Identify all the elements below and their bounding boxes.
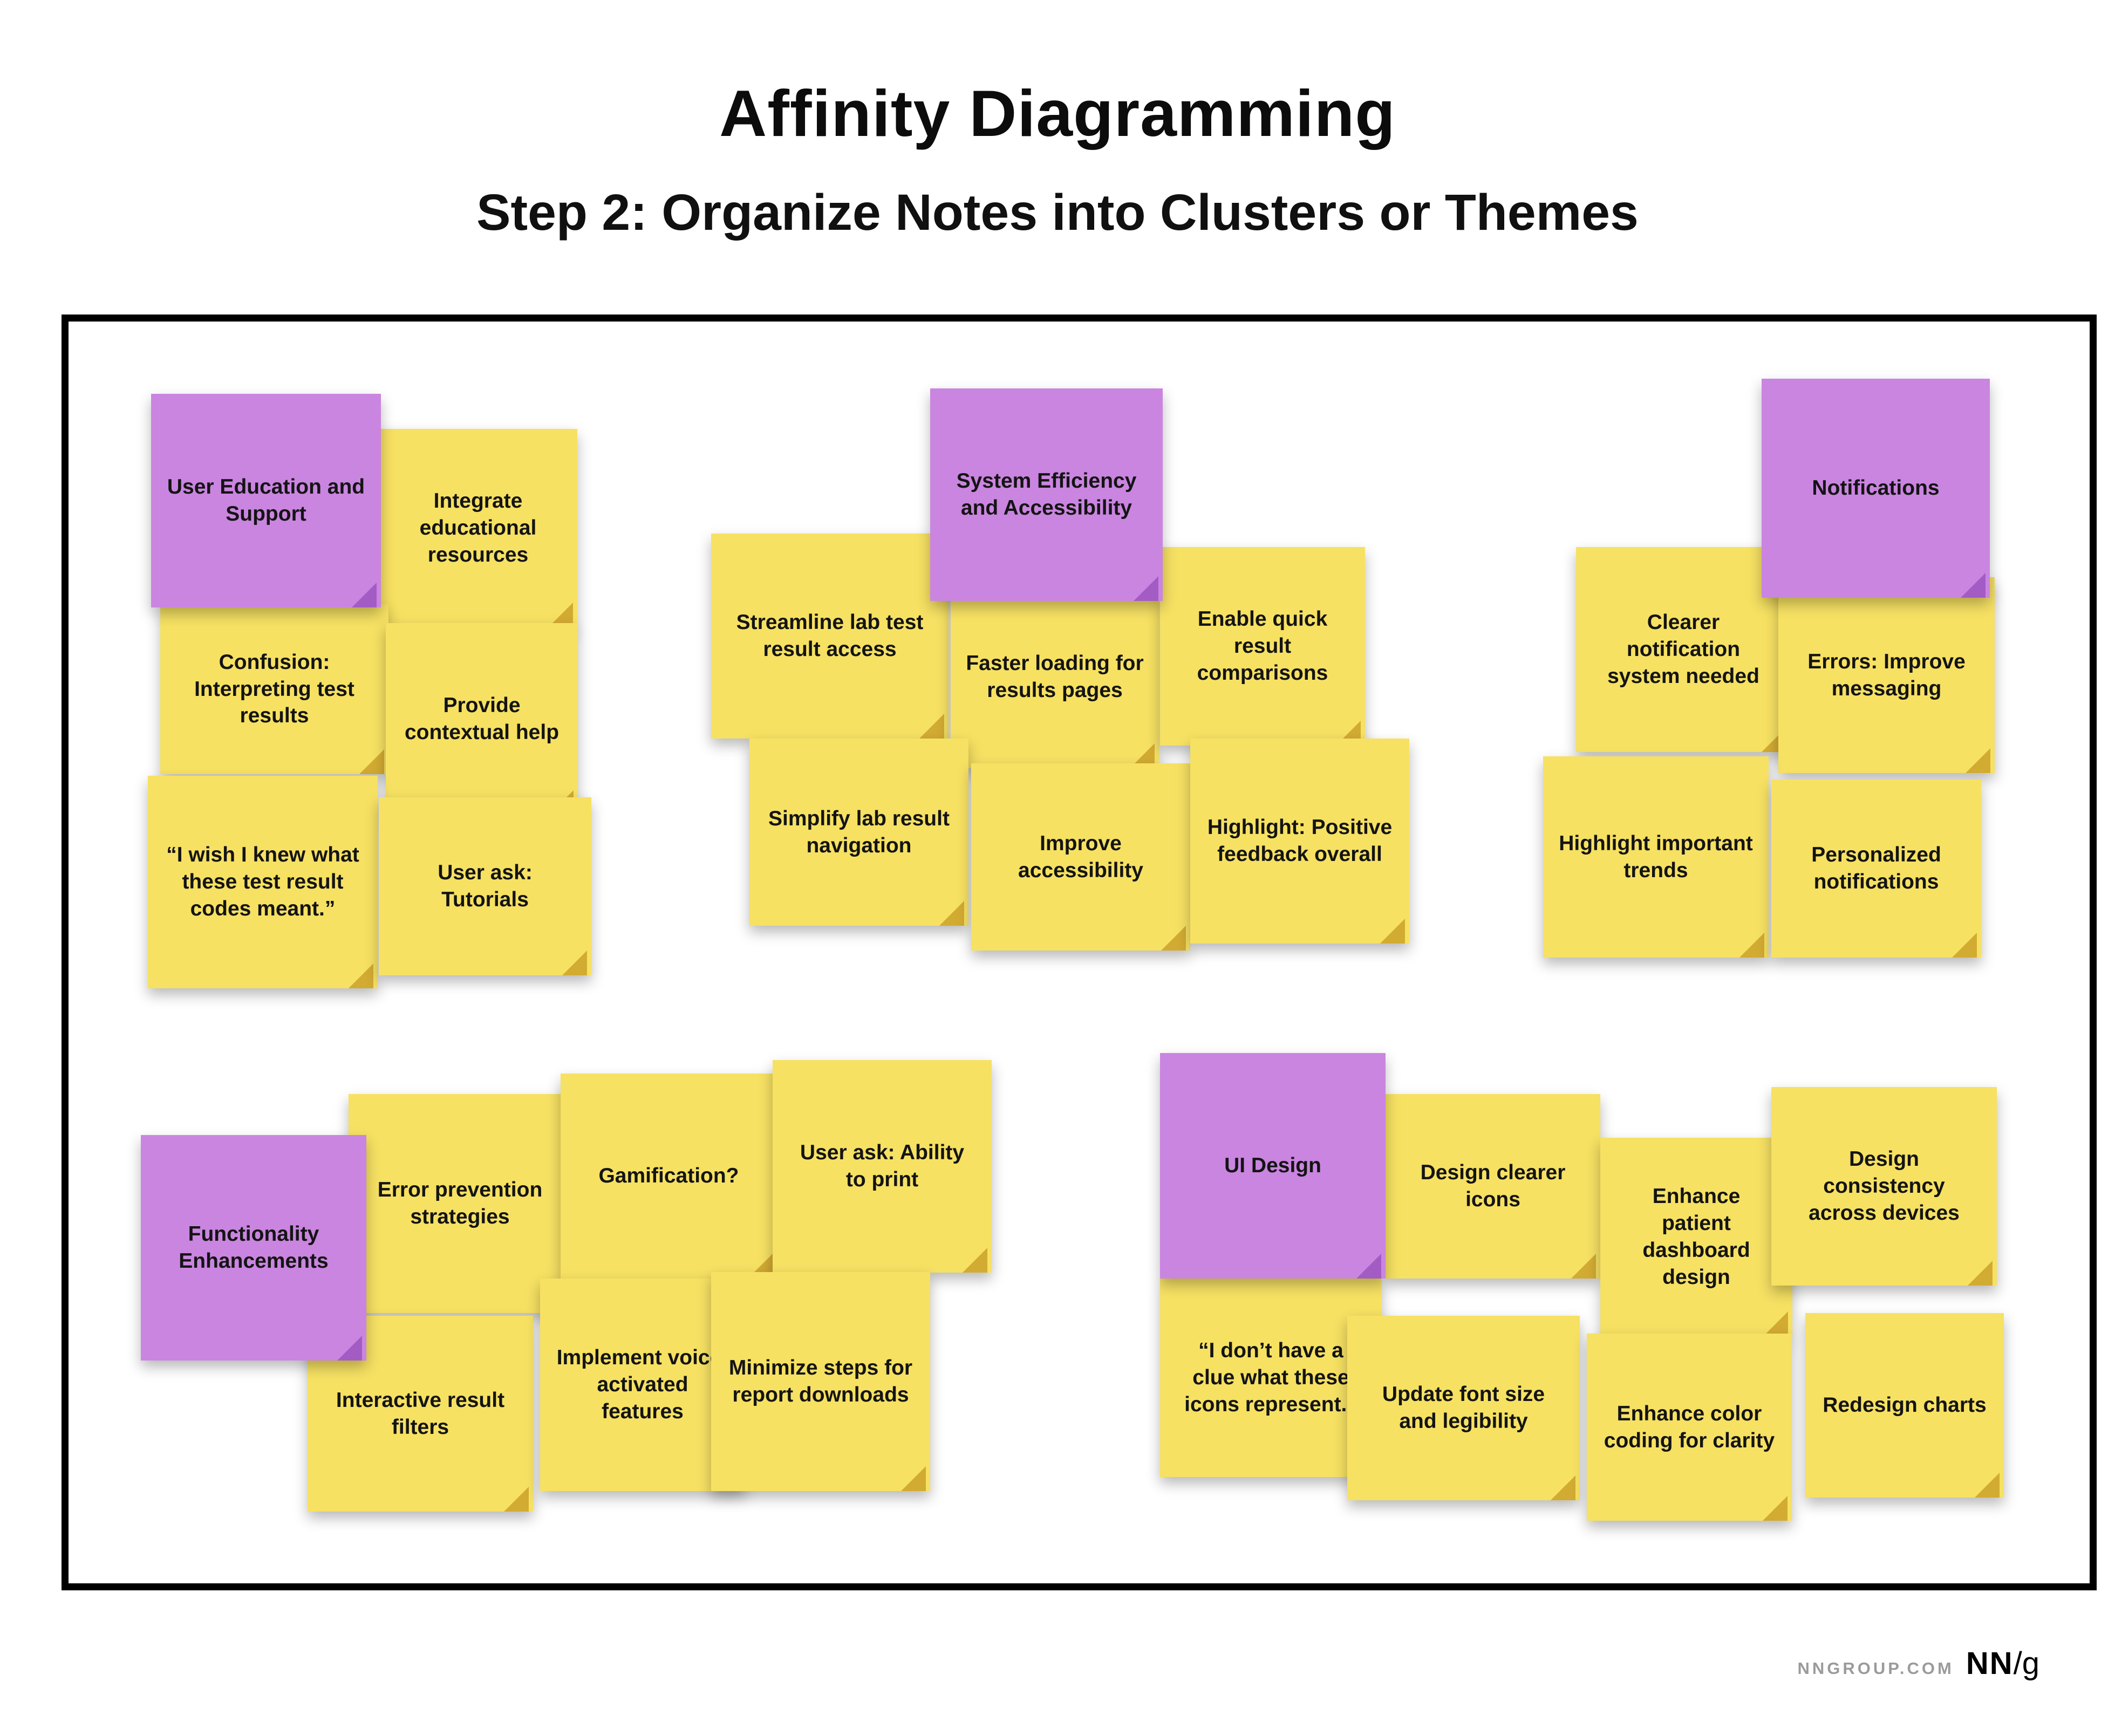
sticky-note: Improve accessibility [971, 763, 1190, 951]
sticky-note: Errors: Improve messaging [1778, 577, 1995, 773]
cluster-label-text: UI Design [1224, 1154, 1321, 1178]
footer-branding: NNGROUP.COM NN/g [1797, 1645, 2039, 1682]
sticky-note: Design clearer icons [1386, 1094, 1600, 1279]
sticky-note: Personalized notifications [1771, 780, 1981, 958]
nng-logo-slash-g: /g [2013, 1646, 2039, 1681]
sticky-note: Simplify lab result navigation [749, 739, 968, 926]
note-text: Design consistency across devices [1809, 1147, 1960, 1225]
note-text: Interactive result filters [336, 1388, 505, 1439]
note-text: Confusion: Interpreting test results [194, 650, 354, 728]
note-text: Clearer notification system needed [1607, 611, 1759, 688]
note-text: Enhance color coding for clarity [1604, 1402, 1775, 1452]
sticky-note: Implement voice-activated features [540, 1279, 745, 1491]
note-text: Enhance patient dashboard design [1642, 1185, 1750, 1289]
nng-logo-nn: NN [1966, 1646, 2014, 1681]
sticky-note: Provide contextual help [386, 623, 578, 815]
page-title: Affinity Diagramming [719, 77, 1396, 150]
sticky-note: “I wish I knew what these test result co… [148, 776, 378, 988]
sticky-note: Highlight important trends [1543, 756, 1769, 958]
cluster-label-note: UI Design [1160, 1053, 1386, 1279]
note-text: User ask: Ability to print [800, 1141, 965, 1191]
cluster-label-note: System Efficiency and Accessibility [930, 388, 1163, 601]
note-text: Implement voice-activated features [556, 1346, 729, 1423]
sticky-note: Integrate educational resources [379, 429, 577, 627]
note-text: Personalized notifications [1811, 843, 1941, 893]
cluster-label-text: User Education and Support [167, 475, 365, 525]
sticky-note: Enhance color coding for clarity [1587, 1334, 1792, 1521]
sticky-note: Gamification? [561, 1074, 777, 1279]
note-text: Faster loading for results pages [966, 652, 1144, 702]
note-text: Improve accessibility [1018, 831, 1143, 882]
note-text: Update font size and legibility [1382, 1383, 1545, 1433]
note-text: User ask: Tutorials [438, 861, 533, 911]
sticky-note: Redesign charts [1805, 1313, 2004, 1498]
note-text: Integrate educational resources [419, 489, 537, 566]
note-text: Simplify lab result navigation [768, 807, 950, 857]
sticky-note: Highlight: Positive feedback overall [1190, 739, 1409, 944]
sticky-note: Update font size and legibility [1347, 1316, 1580, 1500]
cluster-label-text: Functionality Enhancements [179, 1222, 329, 1273]
cluster-label-note: Functionality Enhancements [141, 1135, 366, 1361]
cluster-label-note: Notifications [1762, 379, 1990, 598]
sticky-note: Faster loading for results pages [951, 586, 1159, 768]
sticky-note: Confusion: Interpreting test results [160, 604, 388, 774]
sticky-note: User ask: Tutorials [379, 797, 591, 975]
sticky-note: User ask: Ability to print [773, 1060, 992, 1273]
note-text: Design clearer icons [1420, 1161, 1566, 1211]
note-text: Gamification? [598, 1164, 739, 1188]
note-text: Minimize steps for report downloads [728, 1356, 913, 1406]
cluster-label-text: System Efficiency and Accessibility [956, 469, 1137, 520]
note-text: “I don’t have a clue what these icons re… [1184, 1339, 1357, 1416]
note-text: Enable quick result comparisons [1197, 607, 1328, 685]
note-text: Provide contextual help [404, 694, 560, 744]
sticky-note: Enhance patient dashboard design [1600, 1138, 1792, 1336]
note-text: Highlight: Positive feedback overall [1207, 816, 1393, 866]
note-text: Redesign charts [1823, 1393, 1987, 1417]
note-text: Streamline lab test result access [736, 611, 924, 661]
note-text: Highlight important trends [1559, 831, 1753, 882]
sticky-note: Minimize steps for report downloads [711, 1272, 930, 1491]
nng-logo: NN/g [1966, 1645, 2039, 1682]
sticky-note: Clearer notification system needed [1576, 547, 1791, 752]
sticky-note: “I don’t have a clue what these icons re… [1160, 1279, 1382, 1477]
note-text: Error prevention strategies [377, 1178, 543, 1228]
page-subtitle: Step 2: Organize Notes into Clusters or … [476, 184, 1639, 241]
footer-site-text: NNGROUP.COM [1797, 1659, 1954, 1678]
sticky-note: Error prevention strategies [349, 1094, 571, 1313]
note-text: “I wish I knew what these test result co… [166, 843, 359, 920]
sticky-note: Enable quick result comparisons [1160, 547, 1365, 746]
cluster-label-text: Notifications [1812, 476, 1940, 500]
sticky-note: Streamline lab test result access [711, 534, 949, 739]
note-text: Errors: Improve messaging [1807, 650, 1966, 700]
sticky-note: Design consistency across devices [1771, 1087, 1997, 1286]
cluster-label-note: User Education and Support [151, 394, 381, 607]
